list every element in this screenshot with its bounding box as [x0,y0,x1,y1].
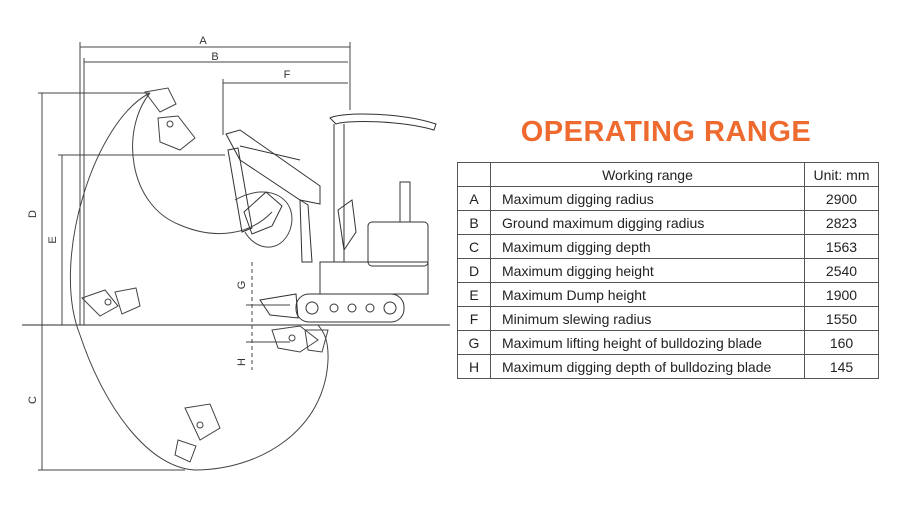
row-value: 160 [804,330,879,355]
header-unit-cell: Unit: mm [804,162,879,187]
row-value: 2823 [804,210,879,235]
table-row: H Maximum digging depth of bulldozing bl… [457,354,879,379]
dim-label-e: E [47,236,59,243]
row-label: Maximum digging depth of bulldozing blad… [490,354,805,379]
table-header-row: Working range Unit: mm [457,162,879,187]
row-value: 145 [804,354,879,379]
dim-label-f: F [284,69,291,81]
row-label: Maximum digging depth [490,234,805,259]
table-row: C Maximum digging depth 1563 [457,234,879,259]
page-title: OPERATING RANGE [520,116,812,148]
dim-label-h: H [236,358,248,366]
operating-range-table: Working range Unit: mm A Maximum digging… [457,162,879,379]
row-key: A [457,186,491,211]
row-key: B [457,210,491,235]
row-value: 1900 [804,282,879,307]
row-label: Maximum digging radius [490,186,805,211]
row-value: 1550 [804,306,879,331]
row-key: F [457,306,491,331]
inner-reach-arc [132,92,273,235]
header-label-cell: Working range [490,162,805,187]
row-label: Ground maximum digging radius [490,210,805,235]
bucket-top [144,87,196,151]
bucket-left [81,287,141,317]
row-label: Maximum Dump height [490,282,805,307]
excavator [225,113,437,323]
dim-label-d: D [27,210,39,218]
row-label: Minimum slewing radius [490,306,805,331]
dim-label-b: B [211,51,218,63]
row-label: Maximum digging height [490,258,805,283]
row-key: G [457,330,491,355]
dimension-labels: A B F D E G H C [27,35,291,404]
table-row: E Maximum Dump height 1900 [457,282,879,307]
row-key: E [457,282,491,307]
bucket-swing-arc [234,191,293,248]
row-key: D [457,258,491,283]
row-value: 2900 [804,186,879,211]
row-label: Maximum lifting height of bulldozing bla… [490,330,805,355]
row-key: C [457,234,491,259]
bucket-near-blade [271,325,329,353]
table-row: G Maximum lifting height of bulldozing b… [457,330,879,355]
table-row: F Minimum slewing radius 1550 [457,306,879,331]
table-row: B Ground maximum digging radius 2823 [457,210,879,235]
header-key-cell [457,162,491,187]
row-value: 1563 [804,234,879,259]
table-row: D Maximum digging height 2540 [457,258,879,283]
row-value: 2540 [804,258,879,283]
table-row: A Maximum digging radius 2900 [457,186,879,211]
dim-label-c: C [27,396,39,404]
dim-label-g: G [236,281,248,290]
dim-label-a: A [199,35,207,47]
bucket-bottom [174,403,221,463]
row-key: H [457,354,491,379]
outer-digging-envelope [69,92,329,471]
